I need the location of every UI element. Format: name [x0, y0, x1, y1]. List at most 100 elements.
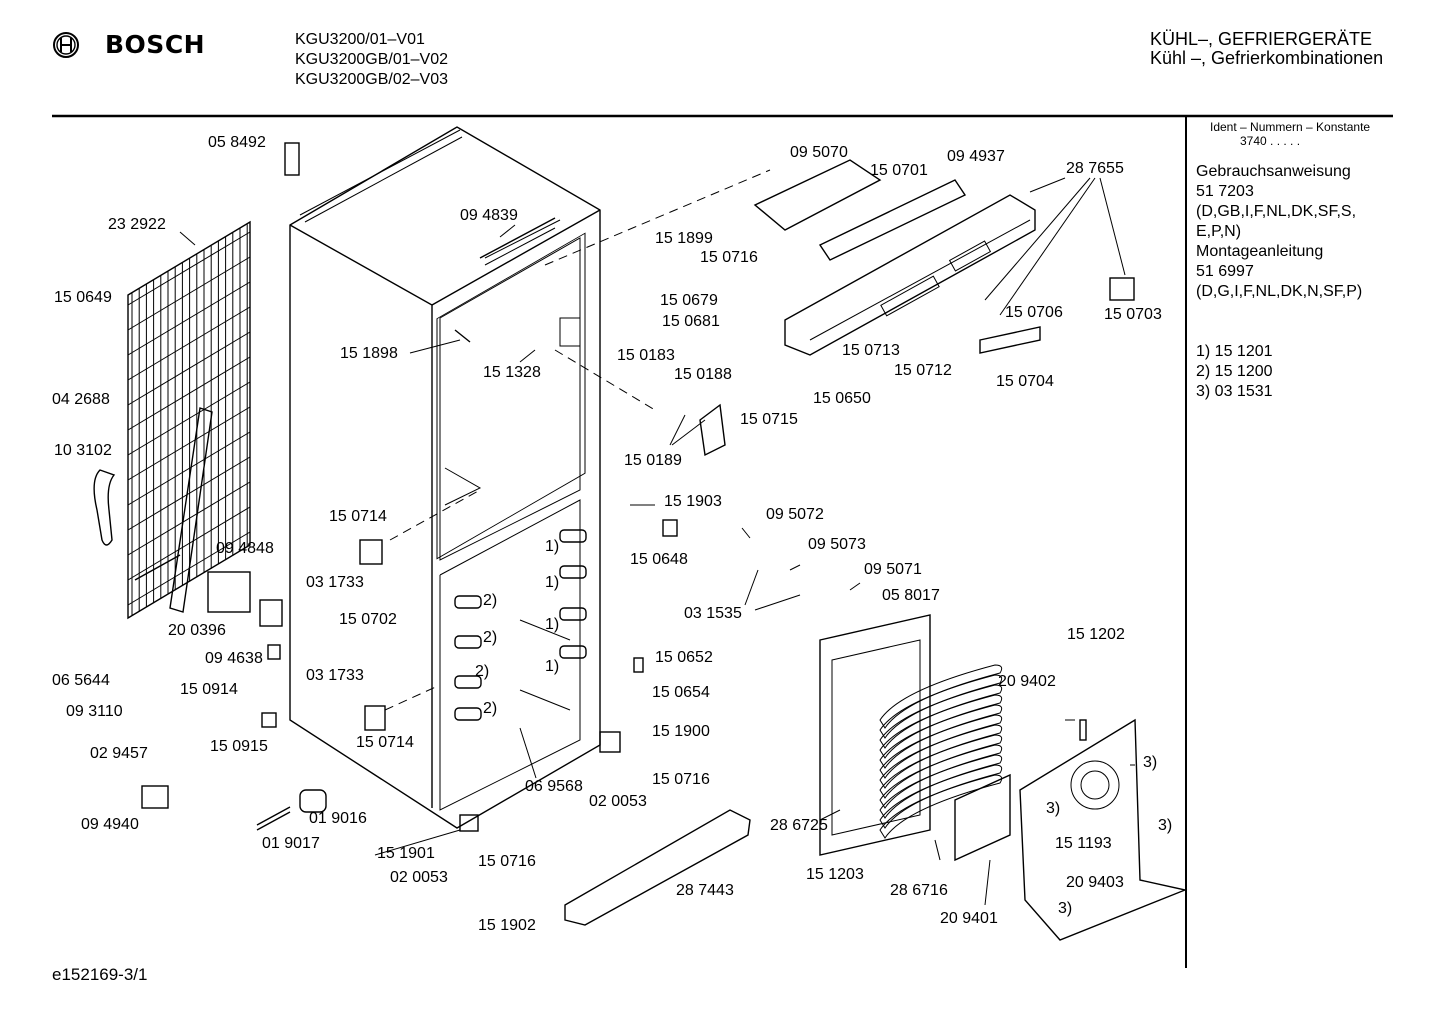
part-label: 09 3110	[66, 703, 123, 720]
part-label: 09 5072	[766, 506, 824, 523]
footnote: 1) 15 1201	[1196, 343, 1273, 360]
drain-tube	[169, 407, 213, 613]
category-line-2: Kühl –, Gefrierkombinationen	[1150, 48, 1384, 68]
part-label: 2)	[483, 629, 498, 646]
part-label: 20 0396	[168, 622, 226, 639]
part-label: 15 1901	[377, 845, 435, 862]
part-label: 05 8492	[208, 134, 266, 151]
condenser-tube	[127, 381, 251, 456]
category-title: KÜHL–, GEFRIERGERÄTE Kühl –, Gefrierkomb…	[1150, 30, 1383, 68]
evaporator-coil	[879, 694, 1003, 759]
control-panel	[784, 194, 1036, 356]
part-label: 02 0053	[390, 869, 448, 886]
shelf-support	[559, 645, 587, 659]
part-label: 15 0188	[674, 366, 732, 383]
manual-line: 51 7203	[1196, 183, 1254, 200]
model-number: KGU3200/01–V01	[295, 31, 425, 48]
evaporator-coil	[879, 684, 1003, 749]
part-label: 09 4839	[460, 207, 518, 224]
evaporator-coil	[879, 724, 1003, 789]
shelf-support	[454, 595, 482, 609]
part-label: 28 7655	[1066, 160, 1124, 177]
part-label: 06 9568	[525, 778, 583, 795]
evaporator-coil	[879, 704, 1003, 769]
part-label: 3)	[1143, 754, 1158, 771]
fan-grille	[1070, 760, 1120, 810]
condenser-tube	[127, 331, 251, 406]
part-label: 15 1193	[1055, 835, 1112, 852]
model-list: KGU3200/01–V01 KGU3200GB/01–V02 KGU3200G…	[295, 30, 448, 90]
part-label: 09 5070	[790, 144, 848, 161]
leader-lines	[179, 177, 1135, 906]
part-label: 2)	[483, 592, 498, 609]
part-label: 15 0715	[740, 411, 798, 428]
part-label: 09 4940	[81, 816, 139, 833]
part-label: 09 4638	[205, 650, 263, 667]
part-label: 20 9402	[998, 673, 1056, 690]
part-label: 15 0652	[655, 649, 713, 666]
compressor-plate	[1019, 718, 1188, 941]
part-label: 15 1903	[664, 493, 722, 510]
cabinet-body	[289, 126, 601, 829]
footnote: 3) 03 1531	[1196, 383, 1273, 400]
part-label: 15 1203	[806, 866, 864, 883]
model-number: KGU3200GB/02–V03	[295, 71, 448, 88]
ident-value: 3740 . . . . .	[1240, 134, 1301, 148]
shelf-support	[454, 675, 482, 689]
part-label: 15 1902	[478, 917, 536, 934]
document-code: e152169-3/1	[52, 965, 148, 984]
part-label: 20 9401	[940, 910, 998, 927]
part-label: 09 5073	[808, 536, 866, 553]
part-label: 15 0714	[356, 734, 414, 751]
part-label: 3)	[1058, 900, 1073, 917]
shelf-supports	[454, 529, 587, 721]
evaporator-coil	[879, 674, 1003, 739]
part-label: 15 0679	[660, 292, 718, 309]
part-label: 01 9017	[262, 835, 320, 852]
part-label: 03 1733	[306, 667, 364, 684]
part-label: 15 0702	[339, 611, 397, 628]
footnote: 2) 15 1200	[1196, 363, 1273, 380]
part-label: 15 0681	[662, 313, 720, 330]
condenser-tube	[127, 256, 251, 331]
category-line-1: KÜHL–, GEFRIERGERÄTE	[1150, 29, 1373, 49]
evaporator-coil	[879, 744, 1003, 809]
part-label: 09 4848	[216, 540, 274, 557]
bosch-armature-icon	[53, 32, 79, 58]
part-label: 15 0189	[624, 452, 682, 469]
hose	[93, 469, 116, 546]
condenser-tube	[127, 431, 251, 506]
manual-line: E,P,N)	[1196, 223, 1242, 240]
shelf-support	[454, 707, 482, 721]
model-number: KGU3200GB/01–V02	[295, 51, 448, 68]
manual-line: 51 6997	[1196, 263, 1254, 280]
condenser-tube	[127, 481, 251, 556]
condenser-grid	[127, 220, 251, 620]
evaporator-coil	[879, 734, 1003, 799]
part-label: 1)	[545, 658, 560, 675]
part-label: 02 9457	[90, 745, 148, 762]
part-label: 10 3102	[54, 442, 112, 459]
part-label: 15 0716	[700, 249, 758, 266]
part-label: 05 8017	[882, 587, 940, 604]
part-label: 15 0714	[329, 508, 387, 525]
condenser-tube	[127, 456, 251, 531]
shelf-support	[559, 565, 587, 579]
evaporator-coil	[879, 774, 1003, 839]
part-label: 15 1899	[655, 230, 713, 247]
part-label: 3)	[1158, 817, 1173, 834]
part-label: 15 0649	[54, 289, 112, 306]
ident-label: Ident – Nummern – Konstante	[1210, 120, 1371, 134]
manual-line: (D,GB,I,F,NL,DK,SF,S,	[1196, 203, 1357, 220]
manual-info: Gebrauchsanweisung 51 7203 (D,GB,I,F,NL,…	[1196, 162, 1362, 302]
shelf-support	[559, 607, 587, 621]
part-label: 02 0053	[589, 793, 647, 810]
part-label: 2)	[483, 700, 498, 717]
evaporator-coil	[879, 664, 1003, 729]
brand-name: BOSCH	[105, 30, 206, 59]
assembly-line	[384, 684, 441, 711]
part-label: 15 1900	[652, 723, 710, 740]
part-label: 09 4937	[947, 148, 1005, 165]
part-label: 15 1202	[1067, 626, 1125, 643]
part-label: 20 9403	[1066, 874, 1124, 891]
